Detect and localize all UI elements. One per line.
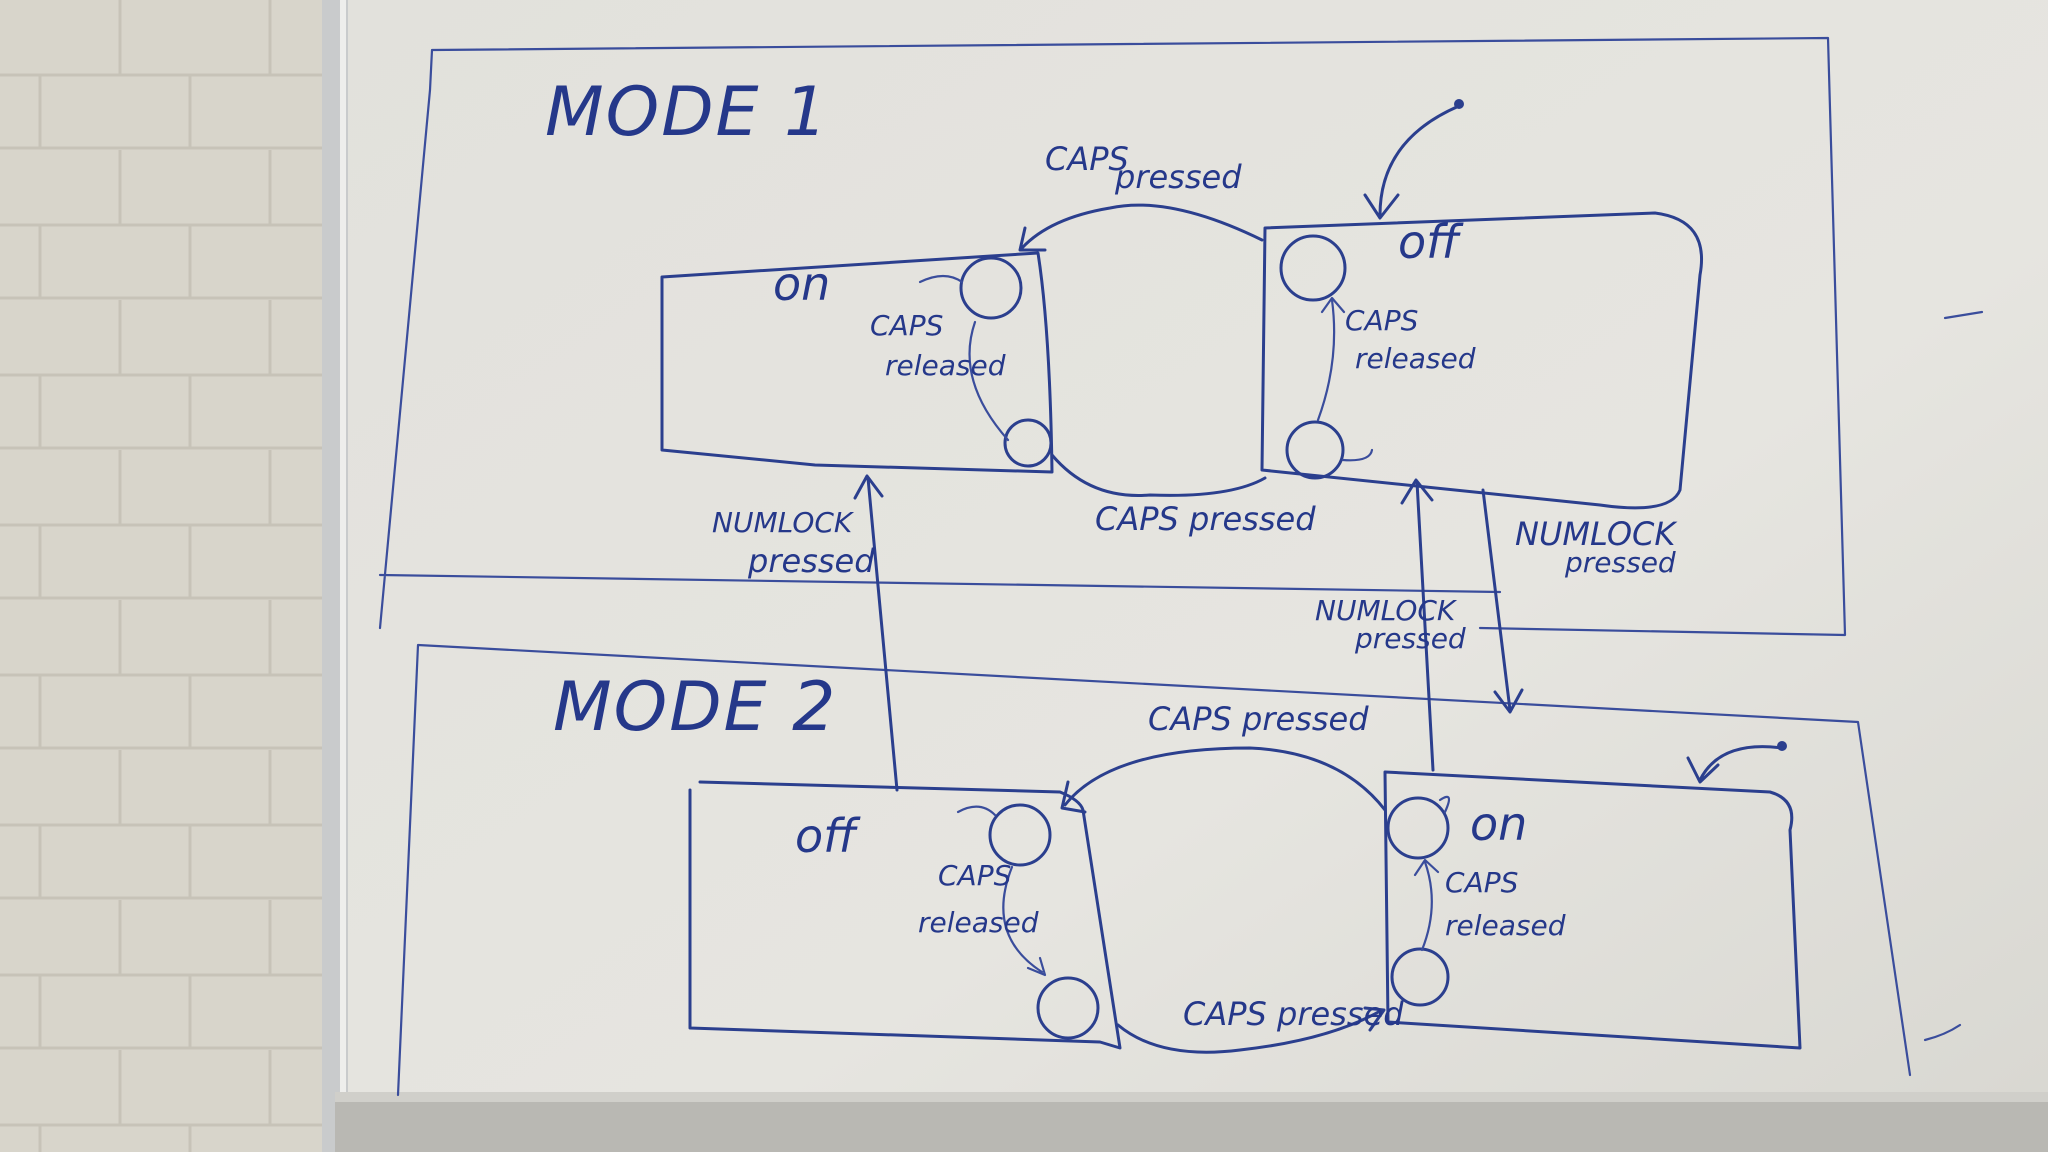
mode1-title: MODE 1 bbox=[545, 73, 829, 152]
mode2-on-caps-released-2: released bbox=[1445, 909, 1566, 942]
mode1-off-self-loop bbox=[1341, 448, 1374, 462]
mode1-off-state-box bbox=[1260, 211, 1703, 510]
mode2-caps-pressed-bottom-arc bbox=[1116, 1006, 1386, 1054]
mode1-frame bbox=[378, 36, 1847, 637]
mode1-caps-pressed-top-1: CAPS bbox=[1045, 140, 1129, 178]
mode1-off-caps-released-2: released bbox=[1355, 342, 1476, 375]
whiteboard-surface bbox=[335, 0, 2048, 1152]
mode2-on-self-loop bbox=[1438, 795, 1451, 814]
numlock-up-left-arrow bbox=[853, 474, 899, 792]
mode1-off-caps-released-1: CAPS bbox=[1345, 304, 1418, 337]
mode2-on-substate-top bbox=[1386, 796, 1450, 860]
mode2-caps-pressed-top: CAPS pressed bbox=[1148, 700, 1369, 738]
mode2-off-substate-bottom bbox=[1036, 976, 1100, 1040]
mode1-off-state-label: off bbox=[1398, 215, 1464, 269]
numlock-up-right-1: NUMLOCK bbox=[1315, 594, 1458, 627]
mode1-off-caps-released-arrow bbox=[1316, 296, 1346, 422]
mode2-off-caps-released-arrow bbox=[1002, 865, 1047, 977]
mode2-on-caps-released-1: CAPS bbox=[1445, 866, 1518, 899]
mode1-on-self-loop bbox=[918, 274, 964, 284]
mode1-on-caps-released-arrow bbox=[968, 320, 1010, 442]
mode2-off-caps-released-2: released bbox=[918, 906, 1039, 939]
numlock-down-right-1: NUMLOCK bbox=[1515, 515, 1678, 553]
numlock-up-left-1: NUMLOCK bbox=[712, 506, 855, 539]
mode2-off-state-label: off bbox=[795, 809, 861, 863]
mode1-on-substate-top bbox=[959, 256, 1023, 320]
mode2-on-substate-bottom bbox=[1390, 947, 1450, 1007]
mode1-caps-pressed-bottom: CAPS pressed bbox=[1095, 500, 1316, 538]
mode2-initial-arrow bbox=[1686, 745, 1784, 784]
mode1-off-substate-bottom bbox=[1285, 420, 1345, 480]
brick-wall bbox=[0, 0, 345, 1152]
mode2-on-caps-released-arrow bbox=[1413, 858, 1440, 952]
mode2-off-caps-released-1: CAPS bbox=[938, 859, 1011, 892]
numlock-up-right-2: pressed bbox=[1354, 622, 1466, 655]
mode2-on-state-label: on bbox=[1470, 797, 1527, 851]
mode1-caps-pressed-bottom-arc bbox=[1050, 453, 1267, 497]
mode1-off-substate-top bbox=[1279, 234, 1347, 302]
mode2-caps-pressed-top-arc bbox=[1060, 746, 1387, 814]
numlock-down-right-arrow bbox=[1481, 488, 1524, 714]
mode2-off-self-loop bbox=[956, 805, 997, 817]
mode2-frame bbox=[396, 643, 1912, 1097]
mode1-caps-pressed-top-2: pressed bbox=[1114, 158, 1242, 196]
numlock-up-right-arrow bbox=[1400, 478, 1435, 772]
mode1-on-substate-bottom bbox=[1003, 418, 1053, 468]
mode2-off-state-box bbox=[688, 780, 1122, 1050]
mode2-off-substate-top bbox=[988, 803, 1052, 867]
mode2-caps-pressed-bottom: CAPS pressed bbox=[1183, 995, 1404, 1033]
marker-tray bbox=[335, 1098, 2048, 1152]
stray-mark-right-2 bbox=[1923, 1023, 1962, 1042]
numlock-down-right-2: pressed bbox=[1564, 546, 1676, 579]
mode2-title: MODE 2 bbox=[553, 668, 837, 747]
mode2-on-state-box bbox=[1383, 770, 1802, 1050]
mode1-on-state-label: on bbox=[773, 257, 830, 311]
stray-mark-right-1 bbox=[1943, 310, 1984, 320]
mode1-on-state-box bbox=[660, 251, 1054, 474]
whiteboard-frame-left-edge bbox=[340, 0, 346, 1152]
mode1-caps-pressed-top-arc bbox=[1018, 203, 1264, 252]
marker-tray-lip bbox=[335, 1092, 2048, 1102]
mode1-initial-arrow bbox=[1363, 104, 1461, 220]
mode1-on-caps-released-2: released bbox=[885, 349, 1006, 382]
mode1-on-caps-released-1: CAPS bbox=[870, 309, 943, 342]
numlock-up-left-2: pressed bbox=[747, 542, 875, 580]
